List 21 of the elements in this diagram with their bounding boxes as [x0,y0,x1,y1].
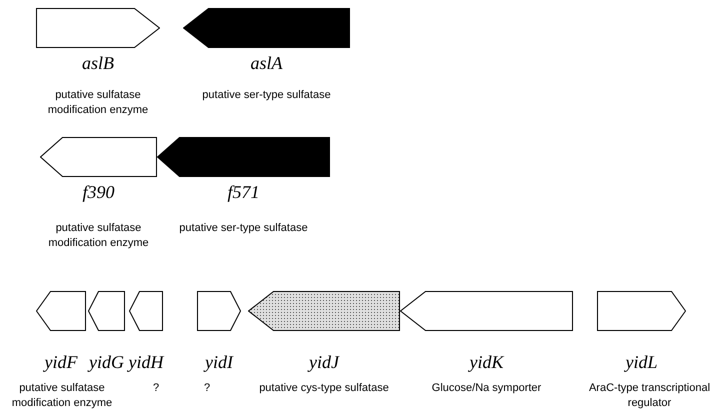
gene-description: putative ser-type sulfatase [178,221,309,236]
gene-description: putative ser-type sulfatase [201,88,332,103]
gene-name: aslA [250,52,282,74]
gene-description: Glucose/Na symporter [430,381,542,396]
gene-description: ? [152,381,160,396]
gene-name: yidL [626,351,658,373]
gene-name: f571 [228,181,260,203]
gene-description: ? [202,381,212,396]
gene-name: yidJ [309,351,339,373]
gene-name: yidG [89,351,124,373]
gene-description: putative sulfatase modification enzyme [47,221,150,251]
gene-name: yidF [44,351,78,373]
gene-name: yidK [470,351,504,373]
gene-description: putative sulfatase modification enzyme [46,88,150,118]
gene-name: yidH [128,351,164,373]
gene-name: aslB [82,52,114,74]
gene-description: putative sulfatase modification enzyme [10,381,114,411]
gene-description: putative cys-type sulfatase [258,381,390,396]
gene-name: f390 [82,181,114,203]
gene-description: AraC-type transcriptional regulator [588,381,712,411]
gene-name: yidI [205,351,233,373]
